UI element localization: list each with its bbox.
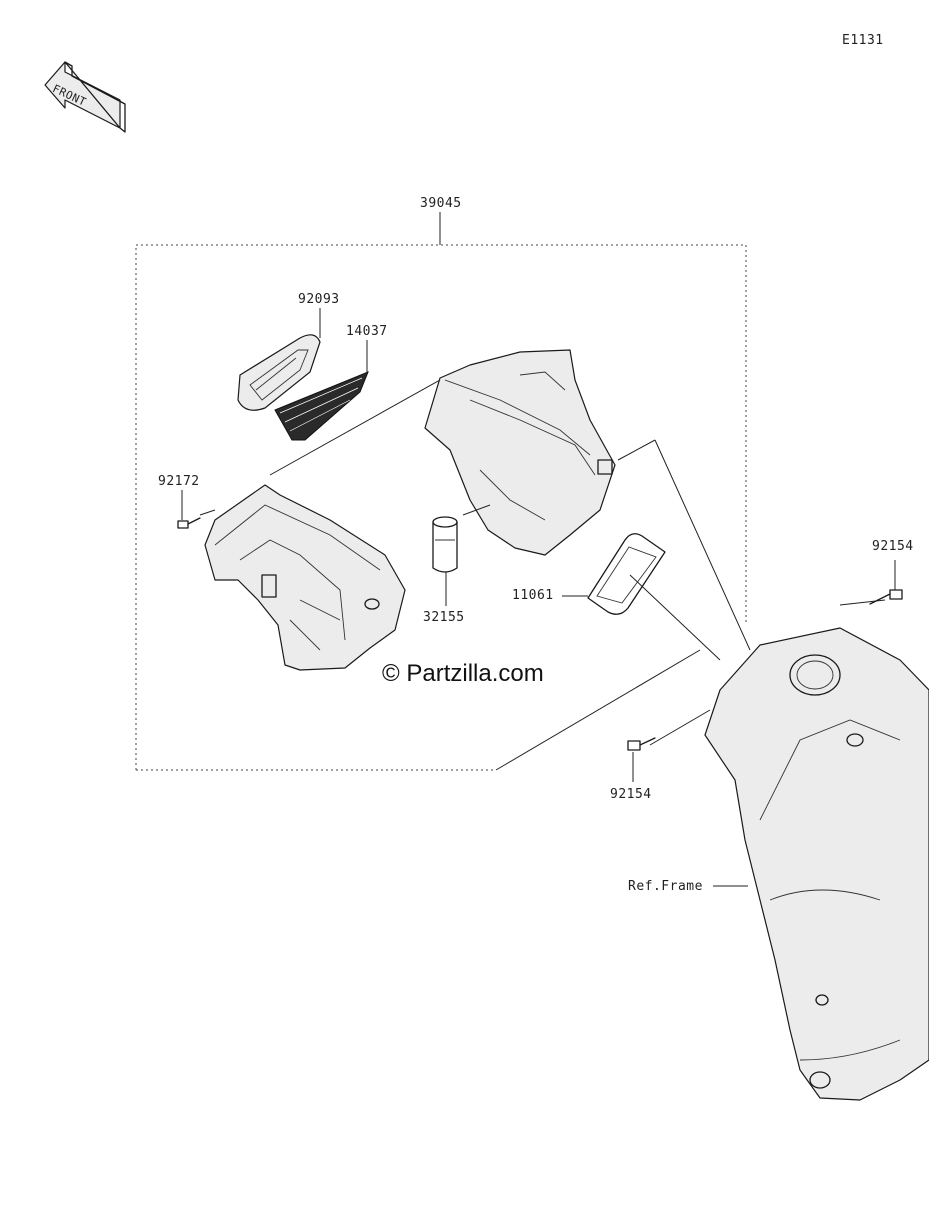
mesh-screen-14037[interactable]	[274, 371, 369, 441]
label-14037[interactable]: 14037	[346, 324, 388, 339]
gasket-11061[interactable]	[587, 533, 666, 615]
front-arrow-icon	[44, 61, 126, 133]
label-92172[interactable]: 92172	[158, 474, 200, 489]
bolt-92154-upper[interactable]	[869, 589, 903, 605]
upper-air-duct-housing[interactable]	[424, 349, 616, 556]
label-92154-upper[interactable]: 92154	[872, 539, 914, 554]
label-11061[interactable]: 11061	[512, 588, 554, 603]
bolt-92154-lower[interactable]	[627, 737, 656, 751]
assembly-outline	[135, 244, 747, 770]
label-ref-frame: Ref.Frame	[628, 879, 703, 894]
bolt-92172[interactable]	[177, 517, 201, 529]
air-filter-92093[interactable]	[237, 334, 321, 411]
label-92154-lower[interactable]: 92154	[610, 787, 652, 802]
label-39045[interactable]: 39045	[420, 196, 462, 211]
watermark: © Partzilla.com	[382, 660, 544, 687]
label-92093[interactable]: 92093	[298, 292, 340, 307]
lower-air-duct-housing[interactable]	[204, 484, 406, 671]
reference-frame	[704, 627, 929, 1101]
label-32155[interactable]: 32155	[423, 610, 465, 625]
cap-32155[interactable]	[432, 516, 458, 573]
diagram-code: E1131	[842, 33, 884, 48]
